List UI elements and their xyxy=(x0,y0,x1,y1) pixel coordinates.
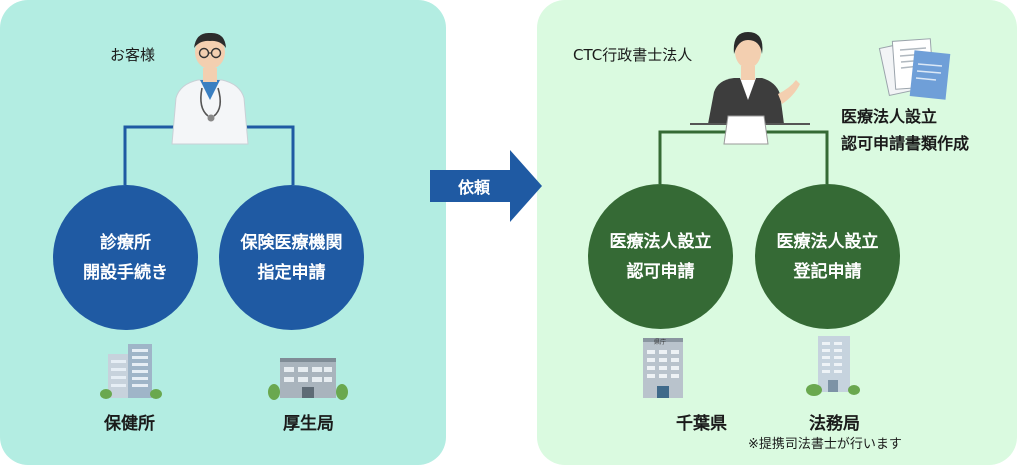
health-center-building-icon xyxy=(100,344,162,399)
incorporation-registration-line2: 登記申請 xyxy=(793,261,862,282)
firm-label: CTC行政書士法人 xyxy=(573,46,693,64)
customer-label: お客様 xyxy=(110,46,156,64)
clinic-opening-circle: 診療所 開設手続き xyxy=(53,185,198,330)
scrivener-note: ※提携司法書士が行います xyxy=(748,437,902,452)
legal-affairs-bureau-building-icon xyxy=(806,336,860,396)
docs-line1: 医療法人設立 xyxy=(841,107,938,126)
insurance-designation-circle: 保険医療機関 指定申請 xyxy=(219,185,364,330)
doctor-icon xyxy=(171,32,249,145)
welfare-bureau-label: 厚生局 xyxy=(283,414,334,434)
welfare-bureau-building-icon xyxy=(268,358,348,400)
clinic-opening-line1: 診療所 xyxy=(100,232,151,253)
incorporation-approval-line1: 医療法人設立 xyxy=(609,231,712,252)
request-arrow-label: 依頼 xyxy=(458,178,491,197)
prefecture-office-building-icon xyxy=(643,338,683,398)
incorporation-approval-circle: 医療法人設立 認可申請 xyxy=(588,184,733,329)
health-center-label: 保健所 xyxy=(104,414,155,434)
insurance-designation-line1: 保険医療機関 xyxy=(240,232,343,253)
documents-icon xyxy=(878,38,951,100)
consultant-icon xyxy=(690,32,810,145)
incorporation-registration-circle: 医療法人設立 登記申請 xyxy=(755,184,900,329)
docs-line2: 認可申請書類作成 xyxy=(841,134,970,153)
prefecture-sign: 県庁 xyxy=(654,339,667,346)
clinic-opening-line2: 開設手続き xyxy=(83,262,168,283)
legal-affairs-bureau-label: 法務局 xyxy=(809,414,860,434)
incorporation-approval-line2: 認可申請 xyxy=(626,261,695,282)
prefecture-label: 千葉県 xyxy=(676,414,727,434)
incorporation-registration-line1: 医療法人設立 xyxy=(776,231,879,252)
request-arrow-icon xyxy=(430,150,542,222)
insurance-designation-line2: 指定申請 xyxy=(257,262,326,283)
